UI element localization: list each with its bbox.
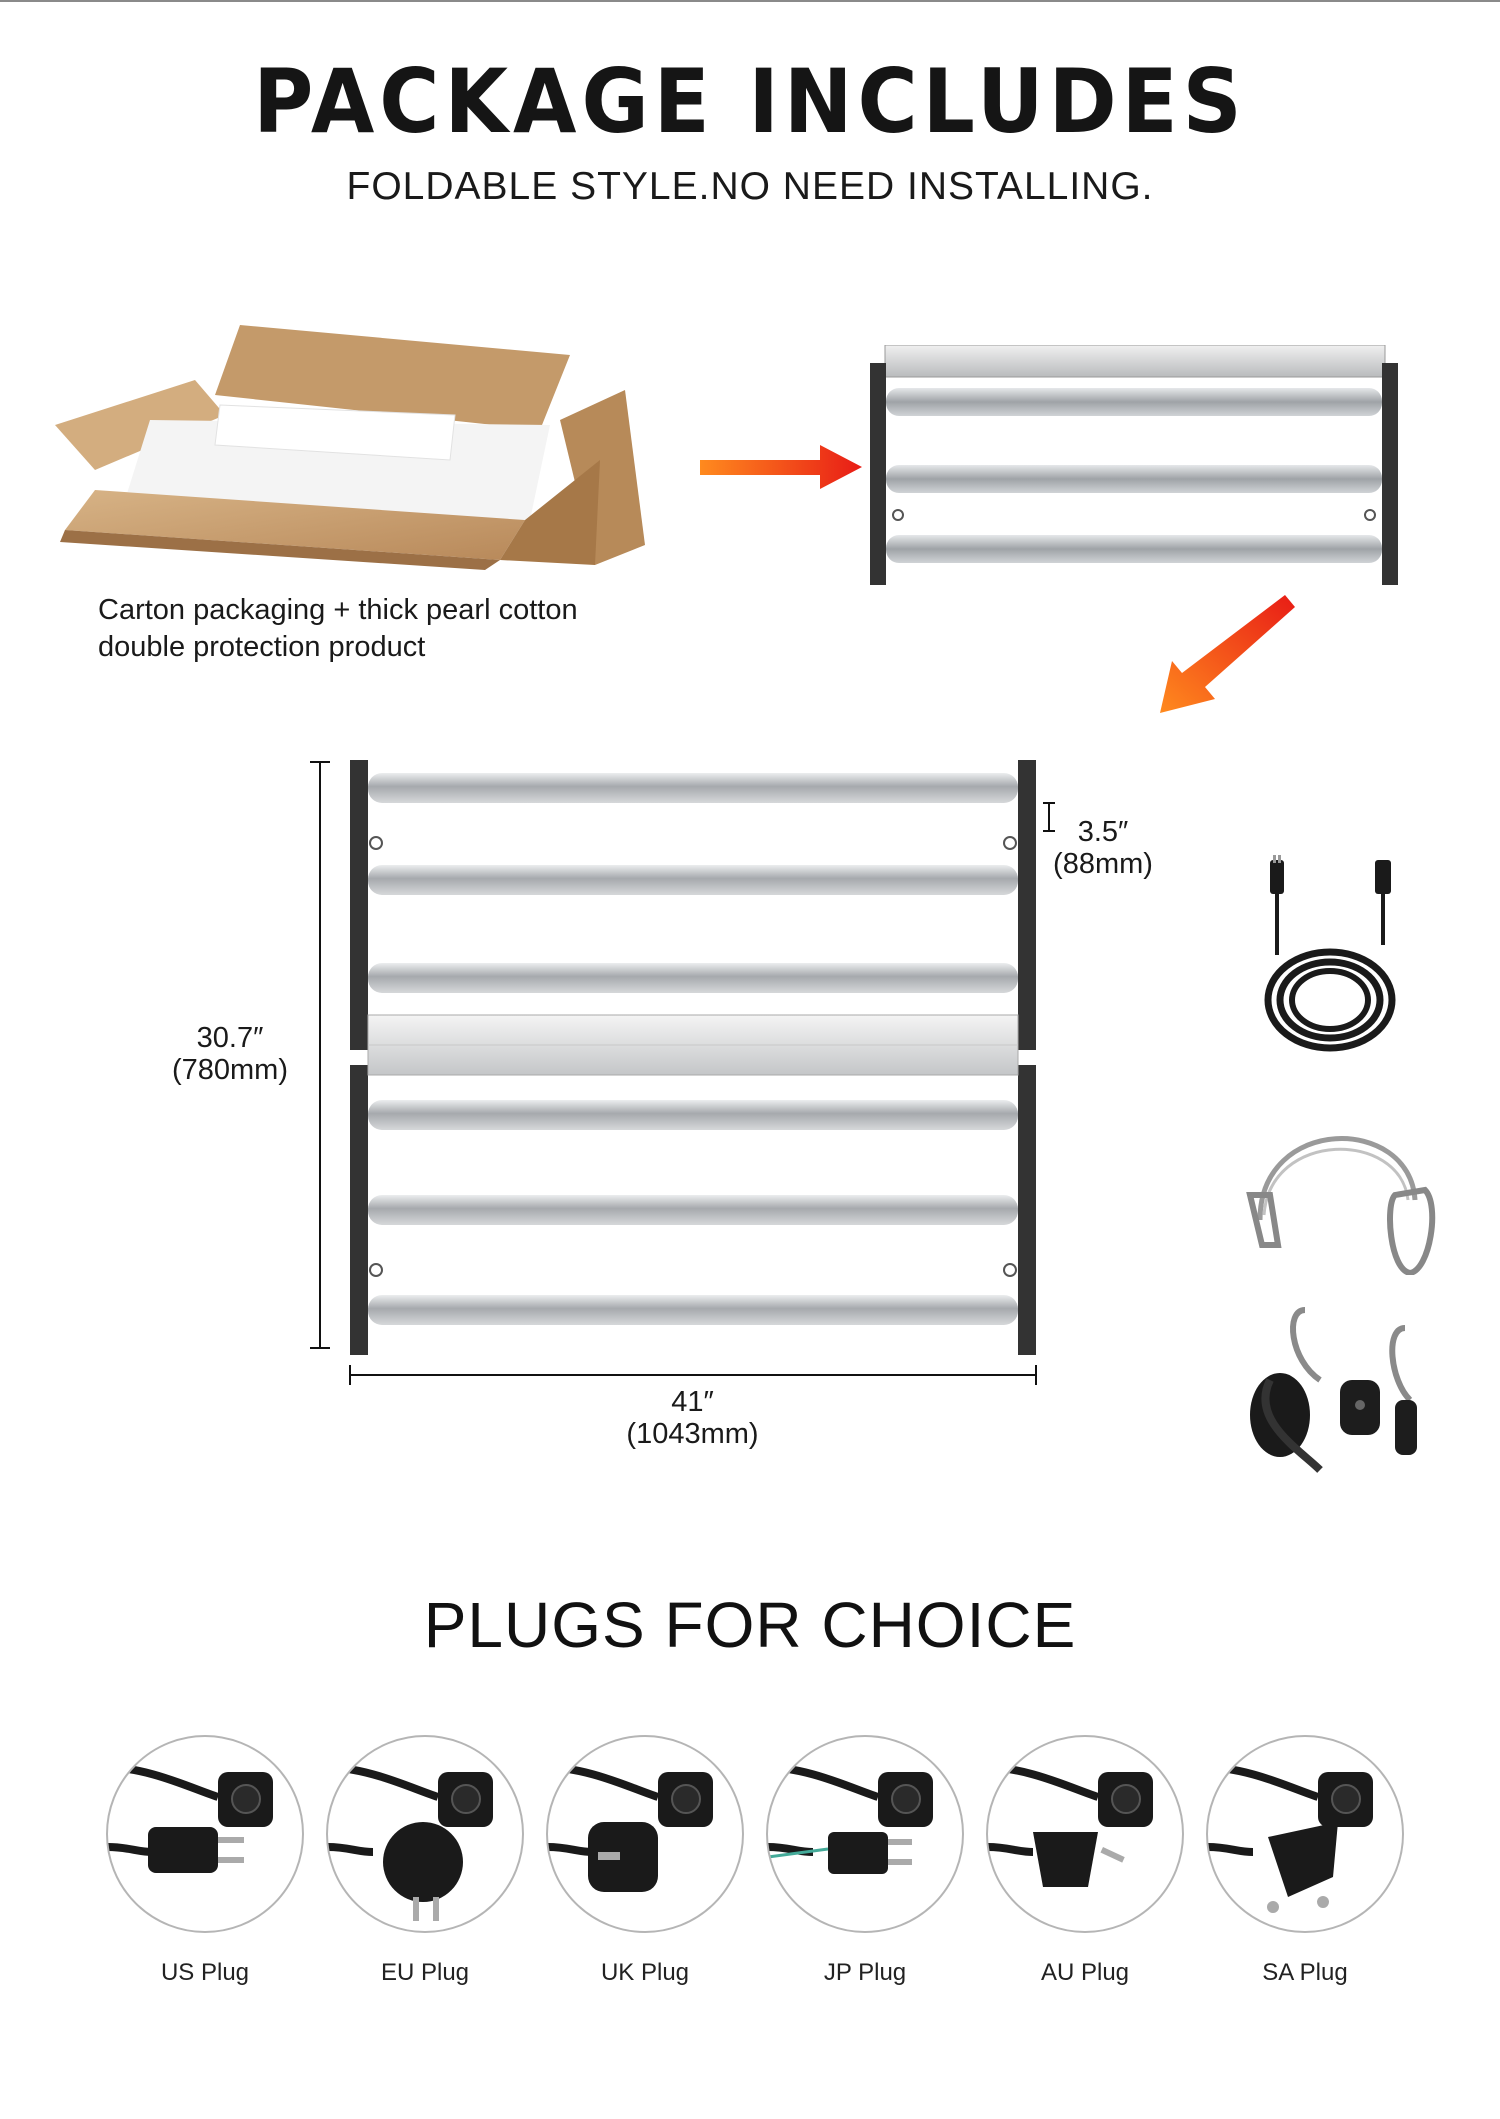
plug-label: SA Plug	[1262, 1959, 1348, 1986]
folded-light-icon	[870, 345, 1398, 585]
plug-option-au: AU Plug	[985, 1735, 1185, 1987]
uk-plug-icon	[546, 1735, 744, 1933]
page-title: PACKAGE INCLUDES	[253, 51, 1247, 154]
rope-hanger-icon	[1250, 1307, 1417, 1473]
bar-gap-mm: (88mm)	[1053, 848, 1153, 880]
plug-label: US Plug	[160, 1959, 250, 1986]
packaging-caption: Carton packaging + thick pearl cotton do…	[98, 592, 578, 666]
bar-gap-inches: 3.5″	[1077, 816, 1129, 848]
unfolded-light-diagram	[310, 760, 1055, 1385]
safety-rope-icon	[1246, 1136, 1436, 1275]
caption-line-1: Carton packaging + thick pearl cotton	[98, 594, 578, 626]
plug-label: JP Plug	[823, 1959, 907, 1986]
plugs-section-title: PLUGS FOR CHOICE	[423, 1589, 1077, 1661]
bar-gap-dimension-label: 3.5″ (88mm)	[1043, 816, 1163, 880]
height-inches: 30.7″	[196, 1022, 264, 1054]
plug-option-sa: SA Plug	[1205, 1735, 1405, 1987]
us-plug-icon	[106, 1735, 304, 1933]
caption-line-2: double protection product	[98, 631, 426, 663]
plug-option-us: US Plug	[105, 1735, 305, 1987]
carton-box-icon	[55, 325, 645, 570]
arrow-down-left-icon	[1160, 595, 1295, 713]
width-mm: (1043mm)	[626, 1418, 759, 1450]
eu-plug-icon	[326, 1735, 524, 1933]
plug-option-jp: JP Plug	[765, 1735, 965, 1987]
plug-label: UK Plug	[600, 1959, 690, 1986]
page-subtitle: FOLDABLE STYLE.NO NEED INSTALLING.	[346, 165, 1154, 208]
plug-label: AU Plug	[1040, 1959, 1130, 1986]
plug-option-uk: UK Plug	[545, 1735, 745, 1987]
height-mm: (780mm)	[171, 1054, 288, 1086]
arrow-right-icon	[700, 445, 862, 489]
power-cord-icon	[1264, 855, 1396, 1052]
sa-plug-icon	[1206, 1735, 1404, 1933]
width-inches: 41″	[671, 1386, 714, 1418]
top-divider	[0, 0, 1500, 2]
width-dimension-label: 41″ (1043mm)	[610, 1386, 775, 1450]
jp-plug-icon	[766, 1735, 964, 1933]
plug-option-eu: EU Plug	[325, 1735, 525, 1987]
plug-label: EU Plug	[380, 1959, 470, 1986]
height-dimension-label: 30.7″ (780mm)	[160, 1022, 300, 1086]
au-plug-icon	[986, 1735, 1184, 1933]
